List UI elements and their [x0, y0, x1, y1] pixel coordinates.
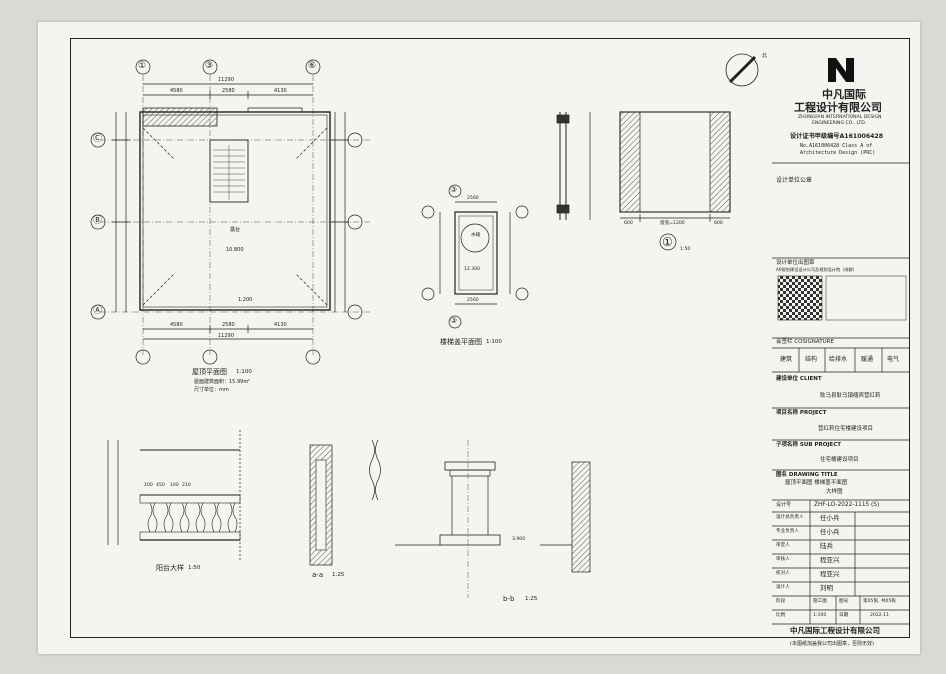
roof-axis-6: ⑥ — [308, 61, 317, 71]
cert-en1: No.A161006428 Class A of — [800, 143, 873, 149]
roof-dim-bottom-1: 4580 — [170, 322, 183, 328]
stamp-label: 设计单位公章 — [776, 177, 813, 184]
sub-project-label: 子项名称 SUB PROJECT — [776, 442, 841, 448]
date-label: 日期 — [839, 613, 849, 618]
drawing-title-value1: 屋顶平面图 楼梯盖平面图 — [785, 480, 848, 486]
roof-dim-total-bottom: 11290 — [218, 333, 234, 339]
roof-axis-b: Ⓑ — [93, 216, 103, 226]
signer-name-4: 程亚兴 — [820, 556, 840, 564]
roof-dim-top-1: 4580 — [170, 88, 183, 94]
detail1-scale: 1:50 — [680, 247, 691, 252]
signer-role-3: 审定人 — [776, 543, 790, 548]
stair-axis-bottom: ③ — [450, 316, 458, 325]
roof-elev-bottom: 1.200 — [238, 297, 253, 303]
signer-name-2: 任小兵 — [820, 528, 840, 536]
roof-elev-center: 10.800 — [226, 247, 244, 253]
roof-dim-bottom-3: 4130 — [274, 322, 287, 328]
company-name-cn: 中凡国际 — [822, 88, 866, 101]
qr-title: 设计单位出图章 — [776, 260, 815, 266]
footer-company-name: 中凡国际工程设计有限公司 — [790, 626, 880, 635]
project-value: 营红莉住宅楼建设项目 — [818, 426, 874, 432]
sub-project-value: 住宅楼建设项目 — [820, 457, 859, 463]
stair-dim-top: 2560 — [467, 196, 479, 201]
signer-role-4: 审核人 — [776, 557, 790, 562]
roof-plan-note1: 屋面建筑面积：15.99m² — [194, 379, 251, 385]
balcony-dim-1: 100 — [144, 483, 153, 488]
cert-en2: Architecture Design (PRC) — [800, 150, 876, 156]
cosign-col-1: 建筑 — [780, 356, 793, 363]
cert-cn: 设计证书甲级编号A161006428 — [790, 133, 884, 140]
company-name-cn2: 工程设计有限公司 — [794, 101, 882, 114]
cosign-col-3: 给排水 — [829, 356, 848, 363]
roof-axis-3: ③ — [205, 61, 214, 71]
cosign-label: 会签栏 COSIGNATURE — [776, 339, 834, 345]
detail1-dim-3: 600 — [714, 221, 723, 226]
client-value: 耿马县耿马镇缅宾营红莉 — [820, 393, 881, 399]
detail1-dim-2: 窗宽=1200 — [660, 221, 685, 226]
cosign-col-5: 电气 — [887, 356, 900, 363]
company-name-en2: ENGINEERING CO., LTD. — [812, 121, 867, 126]
signer-name-1: 任小兵 — [820, 514, 840, 522]
cosign-col-4: 暖通 — [861, 356, 874, 363]
roof-plan-scale: 1:100 — [236, 369, 252, 375]
signer-role-2: 专业负责人 — [776, 529, 799, 534]
stair-plan-title: 楼梯盖平面图 — [440, 338, 482, 346]
drawing-title-label: 图名 DRAWING TITLE — [776, 472, 838, 478]
project-label: 项目名称 PROJECT — [776, 410, 827, 416]
north-label: 北 — [762, 53, 768, 59]
roof-plan-outline — [139, 111, 331, 311]
section-b-scale: 1:25 — [525, 596, 538, 602]
roof-axis-a: Ⓐ — [93, 306, 103, 316]
roof-axis-1: ① — [138, 61, 147, 71]
signer-role-6: 设计人 — [776, 585, 790, 590]
signer-name-3: 陆兵 — [820, 542, 833, 550]
stage-value: 施工图 — [813, 599, 827, 604]
cosign-col-2: 结构 — [805, 356, 818, 363]
section-a-title: a-a — [312, 571, 324, 579]
project-no-value: ZHF-LO-2022-1115 (S) — [814, 502, 880, 508]
footer-note: (本图纸加盖我公司出图章，否则无效) — [790, 641, 874, 647]
detail1-dim-1: 600 — [624, 221, 633, 226]
signer-role-1: 设计总负责人 — [776, 515, 804, 520]
client-label: 建设单位 CLIENT — [776, 376, 822, 382]
drawing-title-value2: 大样图 — [826, 489, 843, 495]
sheet-label: 图号 — [839, 599, 849, 604]
stair-plan-scale: 1:100 — [486, 339, 502, 345]
scale-value: 1:100 — [813, 613, 827, 618]
elevation-3900: 3.900 — [512, 537, 526, 542]
detail1-label: ① — [662, 235, 673, 249]
scale-label: 比例 — [776, 613, 786, 618]
balcony-dim-2: 450 — [156, 483, 165, 488]
stair-label: 水箱 — [471, 233, 481, 238]
balcony-dim-3: 100 — [170, 483, 179, 488]
stair-elev: 12.300 — [464, 267, 481, 272]
stair-dim-bottom: 2560 — [467, 298, 479, 303]
section-b-title: b-b — [503, 595, 515, 603]
signer-name-5: 程亚兴 — [820, 570, 840, 578]
roof-dim-top-3: 4130 — [274, 88, 287, 94]
balcony-title: 阳台大样 — [156, 564, 184, 572]
roof-center-label: 露台 — [230, 227, 241, 233]
company-name-en1: ZHONGFAN INTERNATIONAL DESIGN — [798, 115, 882, 120]
date-value: 2022.11 — [870, 613, 889, 618]
roof-plan-note2: 尺寸单位：mm — [194, 387, 229, 393]
qr-subtitle: A6规划建设设计公司及规划设计院（成都） — [776, 267, 857, 272]
roof-dim-total-top: 11290 — [218, 77, 234, 83]
balcony-scale: 1:50 — [188, 565, 201, 571]
stair-axis-top: ③ — [450, 185, 458, 194]
signer-role-5: 校对人 — [776, 571, 790, 576]
section-a-scale: 1:25 — [332, 572, 345, 578]
roof-axis-c: Ⓒ — [93, 134, 103, 144]
project-no-label: 设计号 — [776, 502, 792, 508]
roof-dim-top-2: 2580 — [222, 88, 235, 94]
roof-dim-bottom-2: 2580 — [222, 322, 235, 328]
balcony-dim-4: 210 — [182, 483, 191, 488]
sheet-value: 第05张, 共05张 — [863, 599, 896, 604]
company-logo — [824, 54, 858, 86]
signer-name-6: 刘明 — [820, 584, 833, 592]
roof-plan-title: 屋顶平面图 — [192, 368, 227, 376]
stage-label: 阶段 — [776, 599, 786, 604]
